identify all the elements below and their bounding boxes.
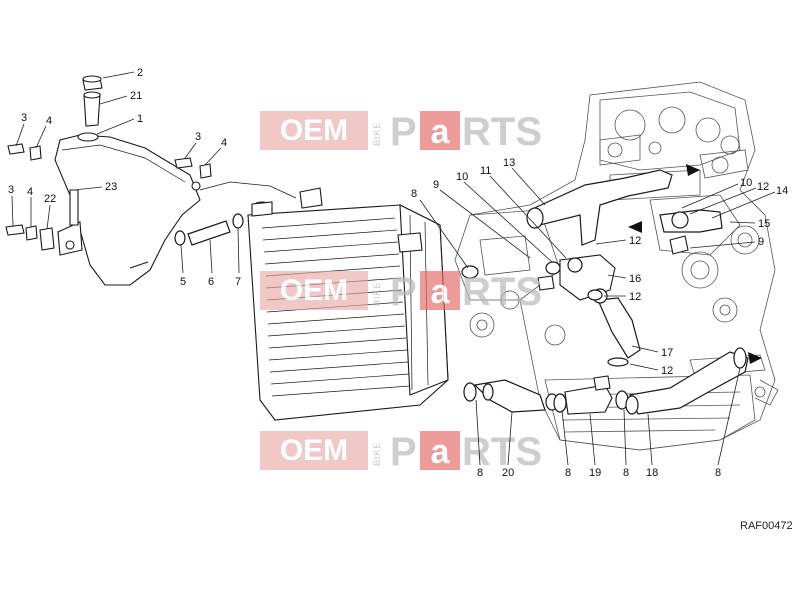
thermostat-hose-right	[659, 209, 723, 255]
watermark-logo-bottom: OEM BIKE P a RTS	[260, 430, 542, 474]
callout-10-left: 10	[456, 171, 468, 183]
svg-text:OEM: OEM	[280, 114, 348, 147]
callout-8-upper: 8	[411, 188, 417, 200]
callout-8-right: 8	[715, 467, 721, 479]
svg-text:P: P	[390, 430, 417, 474]
hose-clamps	[461, 261, 603, 301]
engine-block	[454, 81, 779, 451]
callout-8-left-lower: 8	[477, 467, 483, 479]
callout-9-upper: 9	[433, 179, 439, 191]
svg-text:a: a	[431, 113, 451, 151]
svg-text:a: a	[431, 273, 451, 311]
callout-4-bottom: 4	[27, 186, 33, 198]
callout-5: 5	[180, 276, 186, 288]
lower-hose-right	[625, 347, 749, 415]
t-fitting	[553, 375, 629, 415]
svg-text:P: P	[390, 270, 417, 314]
callout-4-right: 4	[221, 137, 227, 149]
callout-4-top: 4	[46, 115, 52, 127]
svg-text:P: P	[390, 110, 417, 154]
callout-12-lower: 12	[661, 365, 673, 377]
svg-text:RTS: RTS	[462, 430, 542, 474]
callout-19: 19	[589, 467, 601, 479]
callout-9-right: 9	[758, 236, 764, 248]
filler-neck	[83, 91, 101, 127]
reference-code: RAF00472	[740, 520, 793, 532]
callout-22: 22	[44, 193, 56, 205]
screw-and-washer-set	[5, 143, 212, 251]
expansion-tank	[54, 132, 201, 286]
arrow-lower	[748, 352, 762, 364]
svg-text:a: a	[431, 433, 451, 471]
callout-8-center-right: 8	[623, 467, 629, 479]
callout-2: 2	[137, 67, 143, 79]
svg-text:OEM: OEM	[280, 274, 348, 307]
callout-15: 15	[758, 218, 770, 230]
callout-23: 23	[105, 181, 117, 193]
svg-text:RTS: RTS	[462, 270, 542, 314]
overflow-hose	[174, 181, 297, 246]
tank-cap	[82, 75, 103, 91]
upper-hose	[526, 169, 673, 246]
callout-1: 1	[137, 113, 143, 125]
callout-3-top: 3	[21, 112, 27, 124]
watermark-logo-top: OEM BIKE P a RTS	[260, 110, 542, 154]
arrow-upper	[686, 164, 700, 176]
callout-12-mid: 12	[629, 291, 641, 303]
callout-6: 6	[208, 276, 214, 288]
watermark-logo-middle: OEM BIKE P a RTS	[260, 270, 542, 314]
callout-21: 21	[130, 90, 142, 102]
callout-3-bottom: 3	[8, 184, 14, 196]
callout-10-right: 10	[740, 177, 752, 189]
callout-12-top: 12	[757, 181, 769, 193]
callout-12-upper-mid: 12	[629, 235, 641, 247]
svg-text:BIKE: BIKE	[372, 441, 382, 466]
callout-17: 17	[661, 347, 673, 359]
callout-8-center: 8	[565, 467, 571, 479]
callout-13: 13	[503, 157, 515, 169]
callout-16: 16	[629, 273, 641, 285]
svg-text:OEM: OEM	[280, 434, 348, 467]
callout-numbers: 2 21 1 3 4 3 4 3 4 22 23 5 6 7 8 9 10 11…	[8, 67, 788, 479]
callout-3-right: 3	[195, 131, 201, 143]
callout-14: 14	[776, 185, 788, 197]
callout-18: 18	[646, 467, 658, 479]
svg-text:RTS: RTS	[462, 110, 542, 154]
callout-11: 11	[480, 165, 491, 177]
leader-lines	[11, 71, 776, 466]
callout-20: 20	[502, 467, 514, 479]
callout-7: 7	[235, 276, 241, 288]
svg-text:BIKE: BIKE	[372, 281, 382, 306]
svg-text:BIKE: BIKE	[372, 121, 382, 146]
arrow-mid	[628, 221, 642, 233]
